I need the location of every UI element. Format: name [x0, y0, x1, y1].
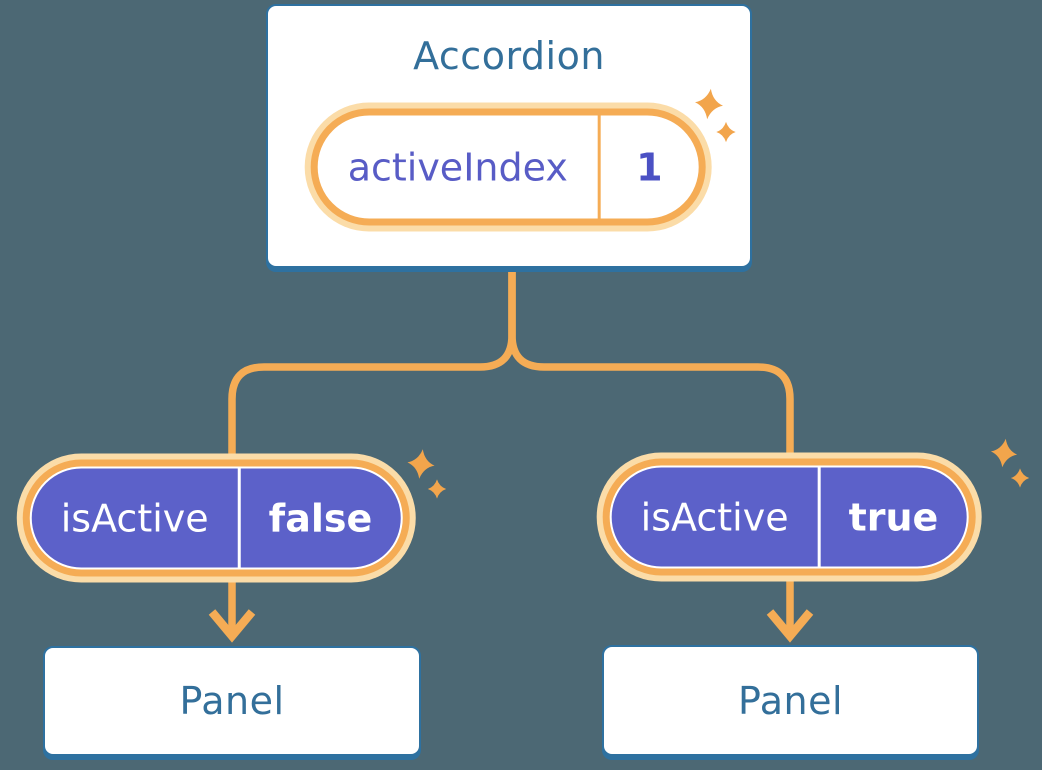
panel-node-right: Panel	[602, 645, 979, 756]
pill-divider	[597, 115, 601, 219]
prop-pill-right: isActive true	[596, 452, 982, 582]
accordion-title: Accordion	[413, 34, 605, 78]
panel-title: Panel	[179, 679, 285, 723]
sparkle-small-icon	[1010, 468, 1030, 488]
prop-pill-key: isActive	[60, 496, 209, 540]
prop-pill-key: isActive	[640, 495, 789, 539]
sparkle-large-icon	[990, 438, 1018, 468]
panel-node-left: Panel	[43, 646, 421, 756]
state-pill-value: 1	[636, 145, 663, 189]
arrow-down-icon	[208, 609, 256, 643]
sparkle-large-icon	[407, 449, 435, 479]
sparkle-small-icon	[716, 121, 736, 143]
sparkle-small-icon	[427, 479, 447, 499]
prop-pill-value: true	[848, 495, 939, 539]
pill-divider	[237, 468, 241, 568]
panel-title: Panel	[737, 678, 843, 723]
state-pill: activeIndex 1	[304, 102, 712, 232]
pill-divider	[817, 467, 821, 567]
prop-pill-left: isActive false	[16, 453, 416, 583]
prop-pill-value: false	[268, 496, 373, 540]
branch-line-right	[508, 272, 794, 634]
sparkle-large-icon	[695, 88, 723, 120]
state-pill-key: activeIndex	[347, 145, 568, 189]
arrow-down-icon	[766, 609, 814, 643]
